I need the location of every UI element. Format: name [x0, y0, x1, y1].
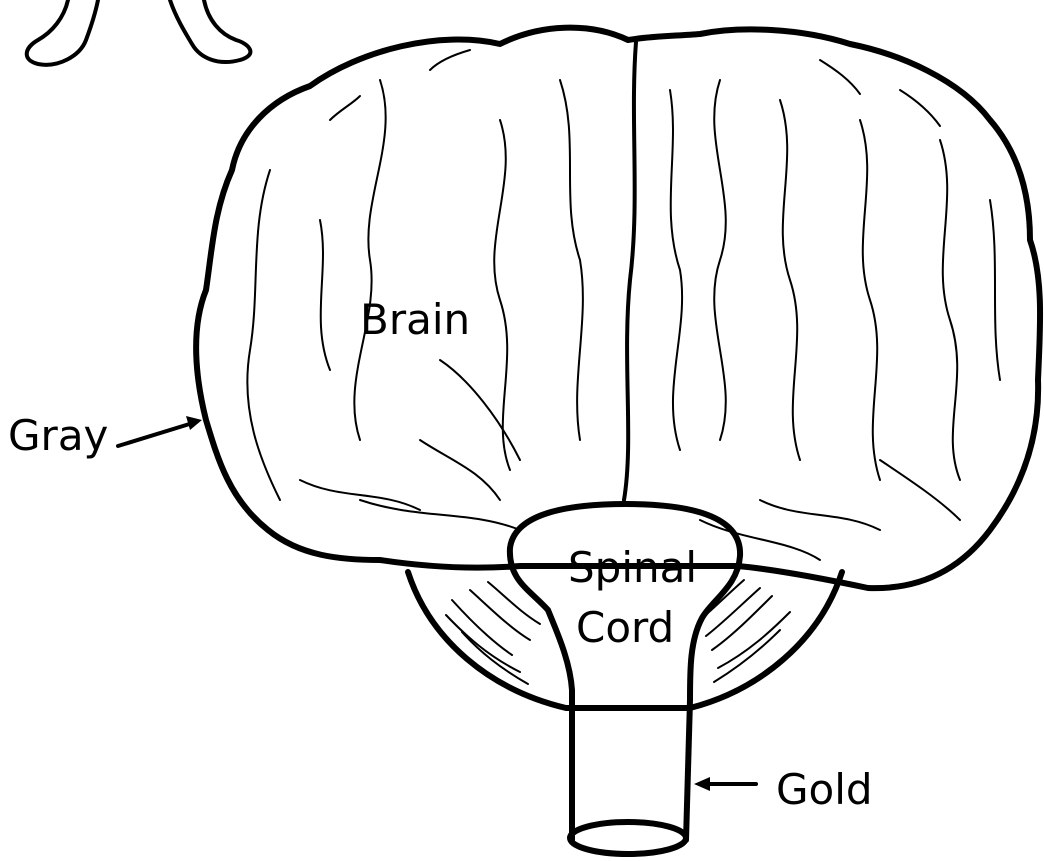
gold-arrow: [694, 777, 756, 791]
spinal-cord-label-line2: Cord: [576, 603, 674, 652]
brain-label: Brain: [360, 295, 470, 344]
spinal-cord-label-line1: Spinal: [568, 543, 697, 592]
gray-arrow: [118, 416, 202, 446]
gray-label: Gray: [8, 411, 108, 460]
figure-legs-fragment: [27, 0, 251, 65]
gold-label: Gold: [776, 765, 873, 814]
